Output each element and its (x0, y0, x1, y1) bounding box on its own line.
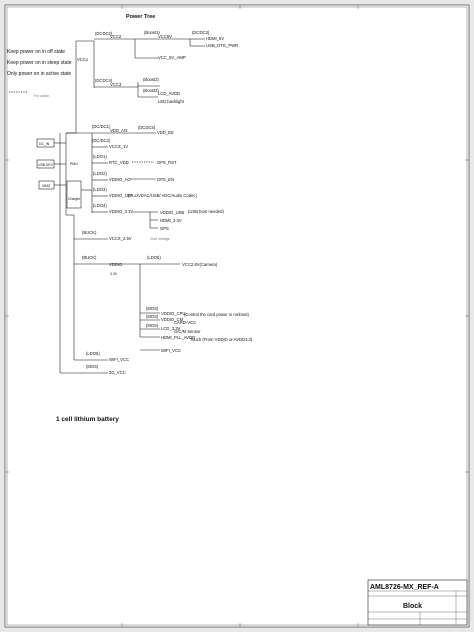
charger-box (66, 180, 82, 209)
title-block: AML8726-MX_REF-A Block (367, 579, 468, 626)
hdmi-5v-label: HDMI_5V (206, 36, 224, 41)
touch-note: Touch (From VDDIO or AVDD3.3) (190, 337, 253, 342)
vddio-cm-label: VDDIO_CM (161, 317, 184, 322)
legend-item-off-state: Keep power on in off state (7, 49, 65, 55)
vddio-cpu-label: VDDIO_CPU (161, 311, 185, 316)
title-block-sheet-title: Block (403, 603, 422, 610)
three-g-vcc-label: 3G_VCC (109, 370, 126, 375)
dcdc2-label: (DCDC2) (95, 31, 113, 36)
legend: Keep power on in off state Keep power on… (7, 49, 72, 98)
gc-sensor-label: G/C/M Sensor (174, 329, 201, 334)
legend-item-sleep-state: Keep power on in sleep state (7, 60, 72, 66)
dcdc3-label: (DCDC3) (192, 30, 210, 35)
card-vcc-label: CARD-VCC (174, 320, 196, 325)
main-bus (66, 132, 93, 213)
lcd-33v-label: LCD_3.3V (161, 326, 181, 331)
drawing-frame (4, 4, 470, 628)
hdmi-pll-avdd-label: HDMI_PLL_AVDD (161, 335, 195, 340)
vccx-25v-label: VCCX_2.5V (109, 236, 132, 241)
boost1-label: (Boost1) (144, 30, 160, 35)
legend-optional-label: For option (34, 94, 49, 98)
vddio-18v-label: VDDIO_18V (109, 193, 132, 198)
vdd-ee-label: VDD_EE (157, 130, 174, 135)
ldo6-label: (LDO6) (86, 351, 100, 356)
usb-boot-note: (USB boot needed) (188, 209, 224, 214)
lcd-avdd-label: LCD_AVDD (158, 91, 180, 96)
branch-vccx-1v: (DC/DC2) VCCX_1V (92, 138, 128, 149)
vddio-usb-label: VDDIO_USB (160, 210, 184, 215)
branch-vcc3: (DCDC4) VCC3 (Boost2) (Boost3) LCD_AVDD … (94, 77, 185, 104)
dcdc-dc1-label: (DC/DC1) (92, 124, 111, 129)
battery-label: 1 cell lithium battery (56, 416, 119, 423)
vdd-ao-label: VDD_AO (110, 128, 128, 133)
branch-vdd-ao: (DC/DC1) VDD_AO (DCDC5) VDD_EE (92, 124, 174, 135)
vcc-5v-amp-label: VCC_5V_AMP (158, 55, 186, 60)
mos-a-label: (MOS) (146, 306, 159, 311)
vddio-ao-label: VDDIO_AO (109, 177, 131, 182)
vcc5v-label: VCC5V (158, 34, 172, 39)
branch-vddio-33v: (LDO4) VDDIO_3.3V VDDIO_USB (USB boot ne… (92, 203, 224, 231)
ldo1-label: (LDO1) (93, 154, 107, 159)
branch-vddio-18v: (LDO3) VDDIO_18V (PLL/VDAC/USB/ ADC/Audi… (92, 187, 197, 198)
zone-marks (5, 5, 469, 627)
boost2-label: (Boost2) (143, 77, 159, 82)
sim-33v-label: 3.3V (110, 272, 118, 276)
pmu-block: PMU Charger (59, 133, 101, 374)
legend-item-active-state: Only power on in active state (7, 71, 71, 77)
buck-b-label: (BUCK) (82, 255, 97, 260)
vdd-28v-camera-label: VCC2.8V(Camera) (182, 262, 218, 267)
branch-vcc2: (DCDC2) VCC2 (Boost1) VCC5V (DCDC3) HDMI… (94, 30, 238, 60)
core-voltage-label: Core Voltage (150, 237, 170, 241)
vccx-1v-label: VCCX_1V (109, 144, 128, 149)
mos-d-label: (MOS) (86, 364, 99, 369)
branch-wifi-3g: (LDO6) WIFI_VCC (MOS) 3G_VCC (73, 264, 129, 375)
input-label-usb-dev: USB DEV (38, 163, 54, 167)
branch-vddio-ao: (LDO2) VDDIO_AO GPS_EN (92, 171, 174, 182)
card-note: (Control the card power in runboot) (184, 312, 250, 317)
vddio-18v-desc: (PLL/VDAC/USB/ ADC/Audio Codec) (128, 193, 197, 198)
branch-rtc-vdd: (LDO1) RTC_VDD GPS_RST (92, 154, 177, 165)
dcdc5-label: (DCDC5) (138, 125, 156, 130)
title-block-project: AML8726-MX_REF-A (370, 584, 439, 591)
diagram-title: Power Tree (126, 14, 155, 20)
branch-vccx-25v: (BUCK) VCCX_2.5V Core Voltage (74, 230, 170, 241)
gps-rst-label: GPS_RST (157, 160, 177, 165)
vddio-33v-label: VDDIO_3.3V (109, 209, 133, 214)
rtc-vdd-label: RTC_VDD (109, 160, 129, 165)
gps-en-label: GPS_EN (157, 177, 174, 182)
ldo3-label: (LDO3) (93, 187, 107, 192)
led-backlight-label: LED backlight (158, 99, 185, 104)
branch-vddio: (BUCK) VDDIO (LDO5) VCC2.8V(Camera) 3.3V… (73, 240, 253, 353)
hdmi-33v-label: HDMI_3.3V (160, 218, 182, 223)
vccx-label: VCCx (77, 57, 89, 62)
mos-c-label: (MOS) (146, 323, 159, 328)
buck-a-label: (BUCK) (82, 230, 97, 235)
charger-label: Charger (68, 197, 81, 201)
boost3-label: (Boost3) (143, 88, 159, 93)
ldo5-label: (LDO5) (147, 255, 161, 260)
mos-b-label: (MOS) (146, 314, 159, 319)
ldo4-label: (LDO4) (93, 203, 107, 208)
vddio-label: VDDIO (109, 262, 123, 267)
vcc2-label: VCC2 (110, 34, 122, 39)
wifi-vcc-b-label: WIFI_VCC (161, 348, 181, 353)
gps-label: GPS (160, 226, 169, 231)
dc-dc2-label: (DC/DC2) (92, 138, 111, 143)
wifi-vcc-label: WIFI_VCC (109, 357, 129, 362)
input-label-vbat: VBAT (42, 184, 51, 188)
input-label-dc-in: DC_IN (39, 142, 50, 146)
pmu-label: PMU (70, 162, 78, 166)
vcc3-label: VCC3 (110, 82, 122, 87)
ldo2-label: (LDO2) (93, 171, 107, 176)
dcdc4-label: (DCDC4) (95, 78, 113, 83)
usb-otg-pwr-label: USB_OTG_PWR (206, 43, 238, 48)
